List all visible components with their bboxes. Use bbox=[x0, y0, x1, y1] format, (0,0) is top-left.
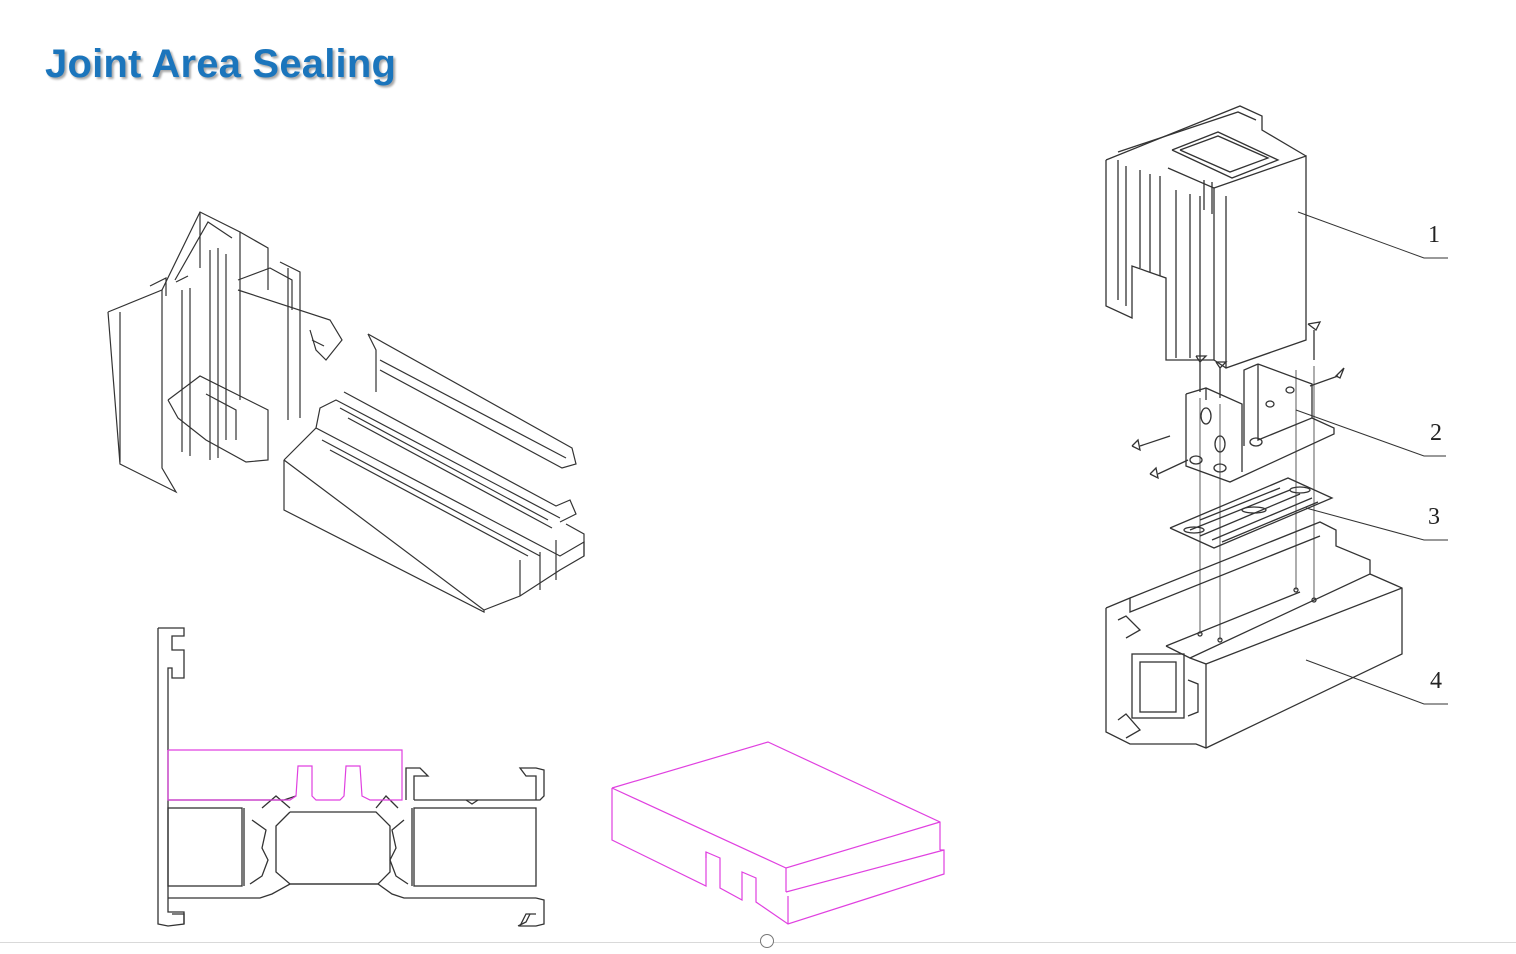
callout-label-2: 2 bbox=[1430, 420, 1442, 446]
screws bbox=[1131, 321, 1345, 480]
page-title: Joint Area Sealing bbox=[45, 42, 397, 86]
callout-label-4: 4 bbox=[1430, 668, 1442, 694]
callout-leader-lines bbox=[1295, 211, 1448, 705]
profile-cross-section bbox=[157, 627, 545, 927]
part-3-gasket bbox=[1169, 477, 1334, 549]
part-4-horizontal-profile bbox=[1105, 521, 1403, 749]
assembly-guide-lines bbox=[1199, 366, 1315, 640]
part-2-corner-bracket bbox=[1185, 363, 1335, 483]
vertical-mullion-profile bbox=[107, 211, 343, 494]
seal-block-3d bbox=[611, 741, 945, 925]
isometric-profiles bbox=[107, 211, 585, 613]
seal-section-outline bbox=[167, 749, 403, 801]
callout-label-1: 1 bbox=[1428, 222, 1440, 248]
part-1-vertical-profile bbox=[1105, 105, 1307, 369]
exploded-assembly bbox=[1105, 105, 1448, 749]
slide-progress-track bbox=[0, 942, 1516, 943]
horizontal-transom-profile bbox=[283, 333, 585, 613]
callout-label-3: 3 bbox=[1428, 504, 1440, 530]
slide-position-indicator[interactable] bbox=[760, 934, 774, 948]
